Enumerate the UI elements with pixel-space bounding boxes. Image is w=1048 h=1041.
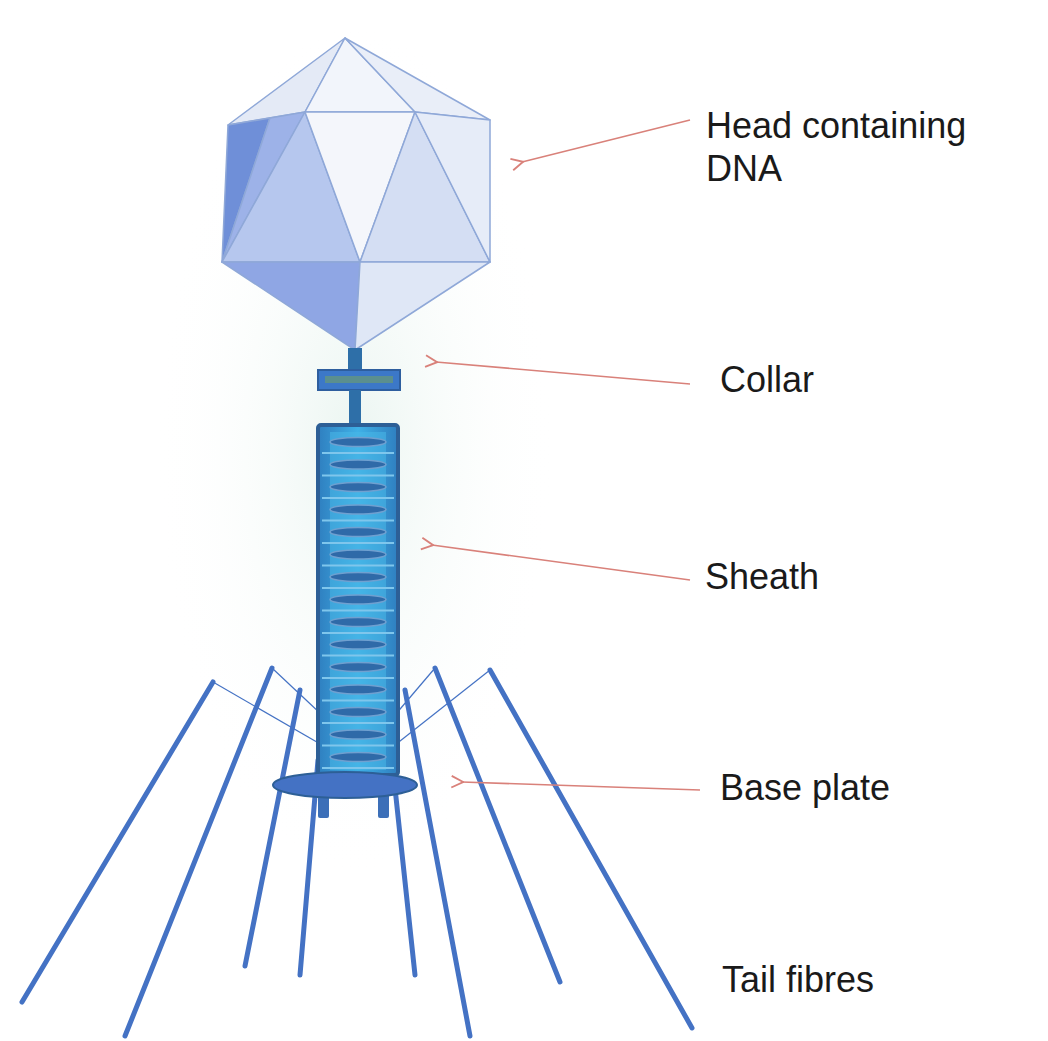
leader-line xyxy=(436,362,690,384)
neck xyxy=(348,348,362,372)
collar-band xyxy=(325,376,393,383)
sheath xyxy=(318,425,398,775)
sheath-ring xyxy=(330,595,386,604)
sheath-ring xyxy=(330,685,386,694)
sheath-ring xyxy=(330,528,386,537)
sheath-stripe xyxy=(322,452,394,454)
sheath-stripe xyxy=(322,497,394,499)
sheath-stripe xyxy=(322,655,394,657)
neck-lower xyxy=(349,390,361,426)
capsid-head xyxy=(222,38,490,350)
leader-lines xyxy=(432,120,700,790)
halo xyxy=(155,20,555,880)
sheath-stripe xyxy=(322,610,394,612)
sheath-stripe xyxy=(322,700,394,702)
base-plate xyxy=(273,772,417,798)
sheath-core xyxy=(330,432,386,770)
sheath-ring xyxy=(330,438,386,447)
sheath-stripe xyxy=(322,520,394,522)
sheath-stripe xyxy=(322,722,394,724)
sheath-stripe xyxy=(322,542,394,544)
sheath-ring xyxy=(330,505,386,514)
part-label: Sheath xyxy=(705,555,1005,598)
leader-line xyxy=(432,545,690,580)
sheath-ring xyxy=(330,753,386,762)
sheath-stripe xyxy=(322,475,394,477)
part-label: Head containing DNA xyxy=(706,104,1026,190)
sheath-stripe xyxy=(322,565,394,567)
sheath-ring xyxy=(330,550,386,559)
sheath-stripe xyxy=(322,632,394,634)
sheath-stripe xyxy=(322,767,394,769)
sheath-ring xyxy=(330,618,386,627)
part-label: Tail fibres xyxy=(722,958,1022,1001)
sheath-ring xyxy=(330,640,386,649)
part-label: Collar xyxy=(720,358,1020,401)
sheath-ring xyxy=(330,460,386,469)
sheath-stripe xyxy=(322,587,394,589)
collar xyxy=(318,370,400,390)
sheath-ring xyxy=(330,730,386,739)
leader-line xyxy=(462,782,700,790)
sheath-stripe xyxy=(322,677,394,679)
sheath-ring xyxy=(330,483,386,492)
sheath-rings xyxy=(322,438,394,769)
tail-fibres xyxy=(22,668,692,1036)
part-label: Base plate xyxy=(720,766,1020,809)
sheath-ring xyxy=(330,573,386,582)
sheath-ring xyxy=(330,708,386,717)
sheath-ring xyxy=(330,663,386,672)
leader-line xyxy=(522,120,690,162)
sheath-stripe xyxy=(322,745,394,747)
